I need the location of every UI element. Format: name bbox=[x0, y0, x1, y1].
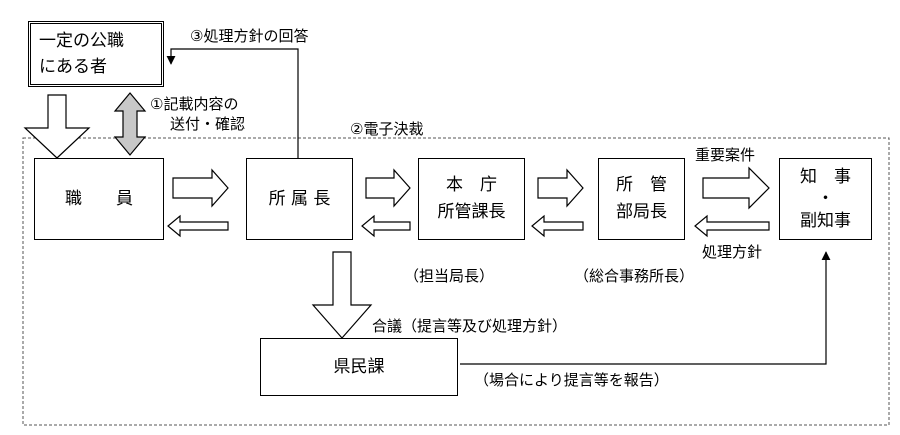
step3-label: ③処理方針の回答 bbox=[190, 27, 309, 45]
staff-label: 職 員 bbox=[65, 188, 133, 209]
arrow-hq-to-dept bbox=[537, 168, 584, 208]
arrow-dept-to-hq bbox=[531, 214, 584, 238]
arrow-dept-to-governor bbox=[702, 166, 770, 210]
section-chief-label: 所 属 長 bbox=[268, 188, 331, 209]
arrow-section-chief-to-staff bbox=[167, 214, 229, 238]
consultation-arrow bbox=[311, 251, 373, 339]
important-cases-label: 重要案件 bbox=[695, 146, 756, 164]
hq-chief-line1: 本 庁 bbox=[446, 175, 497, 195]
arrow-staff-to-section-chief bbox=[172, 168, 229, 208]
staff-box: 職 員 bbox=[34, 158, 164, 240]
arrow-governor-to-dept bbox=[694, 214, 770, 238]
arrow-hq-to-section-chief bbox=[361, 214, 411, 238]
step1-line1: ①記載内容の bbox=[150, 95, 239, 113]
bureau-chief-label: （担当局長） bbox=[404, 267, 495, 285]
governor-line1: 知 事 bbox=[800, 167, 851, 187]
step2-label: ②電子決裁 bbox=[350, 120, 424, 138]
arrow-section-chief-to-hq bbox=[365, 168, 411, 208]
consultation-label: 合議（提言等及び処理方針） bbox=[372, 317, 568, 335]
processing-policy-label: 処理方針 bbox=[702, 243, 763, 261]
official-line1: 一定の公職 bbox=[39, 31, 124, 51]
governor-line3: 副知事 bbox=[800, 211, 851, 231]
hq-chief-box: 本 庁 所管課長 bbox=[418, 158, 525, 240]
governor-box: 知 事 ・ 副知事 bbox=[779, 158, 872, 240]
policy-reply-line bbox=[166, 48, 299, 158]
office-boundary bbox=[22, 137, 890, 426]
dept-head-line2: 部局長 bbox=[616, 202, 667, 222]
dept-head-box: 所 管 部局長 bbox=[598, 158, 685, 240]
section-chief-box: 所 属 長 bbox=[246, 158, 353, 240]
office-director-label: （総合事務所長） bbox=[574, 267, 695, 285]
report-label: （場合により提言等を報告） bbox=[474, 371, 669, 389]
governor-line2: ・ bbox=[817, 189, 834, 209]
submit-arrow bbox=[23, 94, 91, 159]
citizens-division-label: 県民課 bbox=[333, 356, 385, 377]
confirm-double-arrow bbox=[113, 92, 147, 156]
step1-line2: 送付・確認 bbox=[170, 115, 246, 133]
hq-chief-line2: 所管課長 bbox=[437, 202, 506, 222]
official-line2: にある者 bbox=[39, 57, 107, 77]
citizens-division-box: 県民課 bbox=[260, 338, 458, 396]
report-line bbox=[460, 251, 831, 365]
dept-head-line1: 所 管 bbox=[616, 175, 667, 195]
official-box: 一定の公職 にある者 bbox=[28, 21, 164, 87]
